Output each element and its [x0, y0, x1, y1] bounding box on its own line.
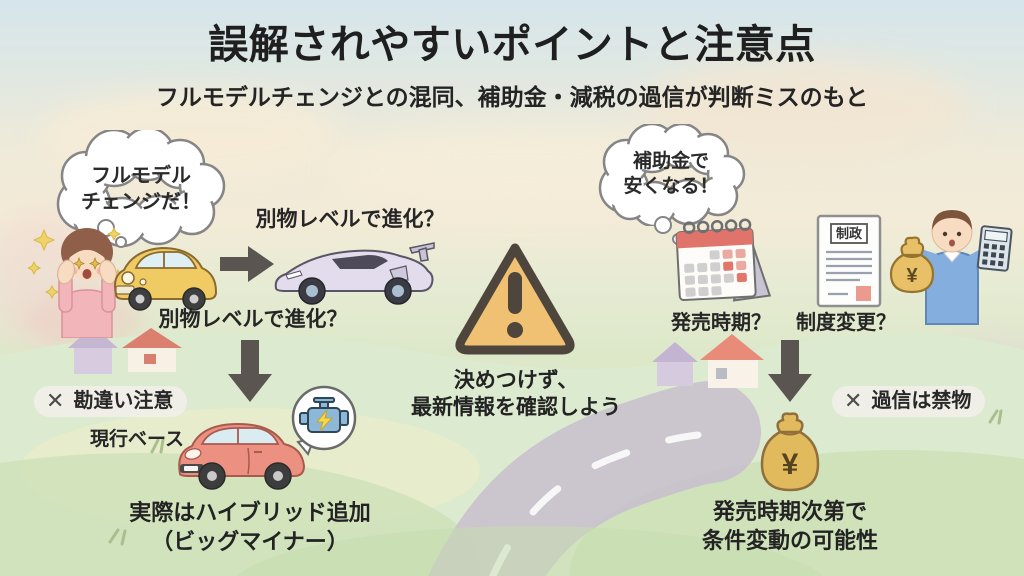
red-car	[178, 422, 306, 490]
calendar-icon	[675, 218, 772, 302]
yen-symbol: ¥	[906, 265, 918, 287]
overconfidence-warning-badge: ✕ 過信は禁物	[832, 386, 986, 417]
thought-line: 補助金で	[632, 151, 709, 173]
x-mark-icon: ✕	[46, 388, 65, 413]
reality-line: 実際はハイブリッド追加	[129, 500, 371, 525]
calculator-icon	[976, 225, 1013, 272]
arrow-down-icon	[768, 340, 812, 402]
x-mark-icon: ✕	[844, 388, 863, 413]
thought-text-right: 補助金で 安くなる！	[590, 124, 752, 226]
thought-bubble-right: 補助金で 安くなる！	[590, 122, 752, 228]
thought-line: フルモデル	[91, 165, 191, 187]
road-center-line	[489, 431, 702, 576]
money-bag-icon: ¥	[760, 412, 820, 492]
mouth	[82, 269, 92, 279]
yellow-car	[114, 246, 218, 311]
house-icon	[700, 334, 764, 388]
man-hair	[932, 210, 972, 230]
current-base-label: 現行ベース	[90, 429, 185, 450]
hybrid-engine-badge	[291, 385, 357, 456]
document-icon: 制政	[816, 214, 882, 308]
evolve-question-top: 別物レベルで進化？	[255, 208, 445, 231]
money-bag-icon: ¥	[889, 236, 935, 294]
house-icon	[652, 342, 698, 386]
thought-line: 安くなる！	[623, 176, 719, 197]
conclusion-line: 発売時期次第で	[712, 499, 867, 524]
excited-person	[28, 226, 127, 338]
thought-text-left: フルモデル チェンジだ！	[46, 130, 236, 248]
thought-cloud-icon	[598, 122, 746, 228]
hand	[57, 259, 75, 285]
reality-line: （ビッグマイナー）	[151, 528, 349, 554]
advice-line: 最新情報を確認しよう	[411, 396, 621, 420]
advice-text: 決めつけず、 最新情報を確認しよう	[396, 367, 636, 422]
badge-label: 過信は禁物	[871, 390, 972, 412]
page-subtitle: フルモデルチェンジとの混同、補助金・減税の過信が判断ミスのもと	[155, 84, 869, 110]
star-eyes	[72, 256, 102, 271]
thought-bubble-left: フルモデル チェンジだ！	[46, 126, 236, 248]
advice-line: 決めつけず、	[453, 369, 579, 392]
sports-car	[274, 242, 435, 305]
warning-triangle-icon	[455, 243, 575, 355]
document-title: 制政	[836, 226, 863, 241]
arrow-right-icon	[220, 246, 274, 282]
man-with-calculator: ¥	[889, 210, 1013, 325]
hill-mid	[237, 526, 823, 576]
engine-icon	[299, 397, 349, 433]
person-face	[69, 244, 105, 280]
grass-tufts	[108, 409, 1003, 546]
policy-question: 制度変更？	[796, 312, 896, 334]
thought-line: チェンジだ！	[81, 191, 201, 213]
evolve-question-bottom: 別物レベルで進化？	[158, 308, 348, 331]
yen-symbol: ¥	[782, 448, 799, 481]
conclusion-text: 発売時期次第で 条件変動の可能性	[688, 498, 892, 555]
badge-label: 勘違い注意	[73, 390, 174, 412]
release-question: 発売時期？	[671, 312, 771, 334]
page-title: 誤解されやすいポイントと注意点	[208, 23, 816, 67]
arrow-down-icon	[228, 340, 272, 402]
lightning-bolt-icon	[315, 409, 334, 432]
hand	[99, 259, 117, 285]
reality-text: 実際はハイブリッド追加 （ビッグマイナー）	[118, 499, 382, 556]
mistake-warning-badge: ✕ 勘違い注意	[34, 386, 188, 417]
house-icon	[122, 328, 182, 372]
conclusion-line: 条件変動の可能性	[701, 527, 878, 553]
